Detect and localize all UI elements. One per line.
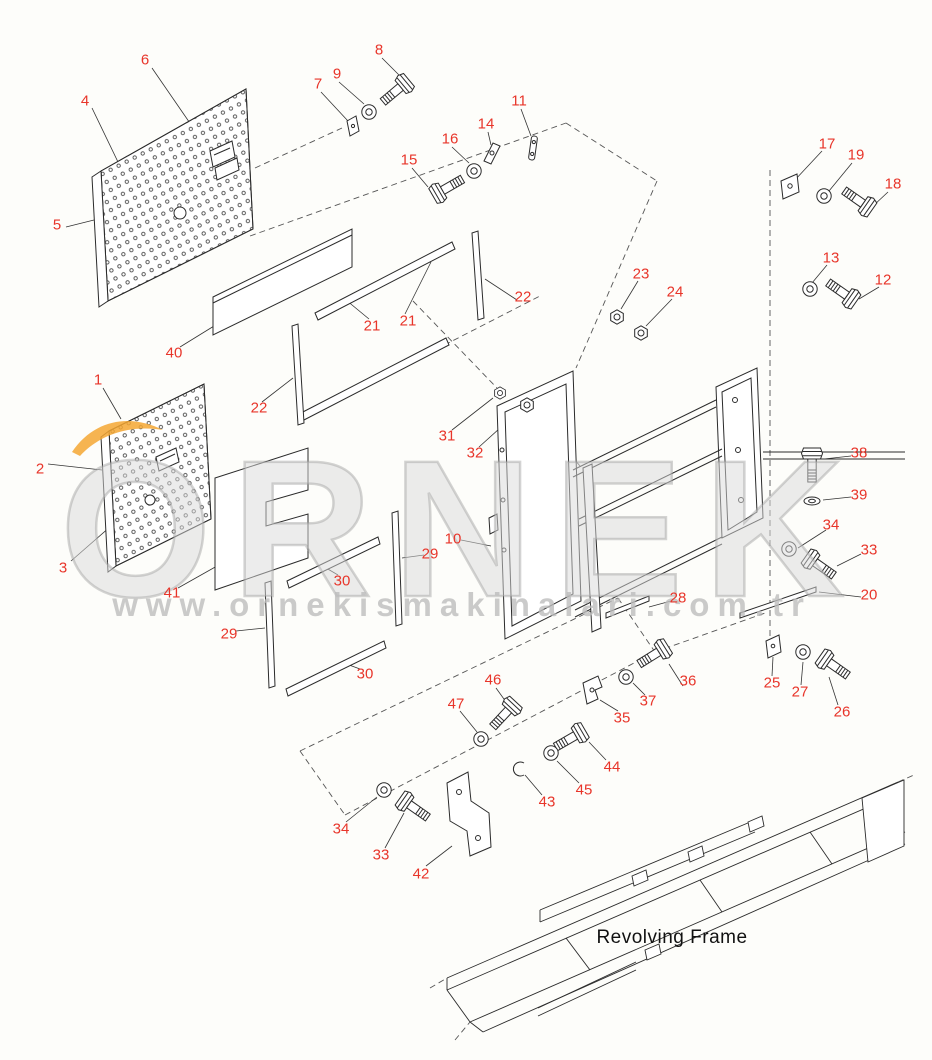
bolt-36 bbox=[633, 636, 675, 674]
part-number-label: 29 bbox=[421, 545, 439, 563]
watermark: ORNEK www.ornekismakinalari.com.tr bbox=[59, 419, 864, 640]
part-number-label: 45 bbox=[575, 781, 593, 799]
bolt-46 bbox=[484, 694, 525, 735]
perforated-side-cover-top bbox=[91, 88, 254, 308]
cover-plate-40 bbox=[212, 228, 353, 336]
part-number-label: 43 bbox=[538, 793, 556, 811]
part-number-label: 25 bbox=[763, 674, 781, 692]
bolt-15 bbox=[427, 169, 469, 206]
part-number-label: 47 bbox=[447, 695, 465, 713]
part-number-label: 17 bbox=[818, 135, 836, 153]
part-number-label: 37 bbox=[639, 692, 657, 710]
bolt-12 bbox=[821, 273, 863, 312]
part-number-label: 4 bbox=[80, 92, 90, 110]
bolt-8 bbox=[375, 71, 417, 111]
part-number-label: 33 bbox=[372, 846, 390, 864]
angle-strip-20 bbox=[739, 586, 817, 619]
part-number-label: 40 bbox=[165, 344, 183, 362]
caption-revolving-frame: Revolving Frame bbox=[596, 927, 748, 948]
part-number-label: 30 bbox=[333, 572, 351, 590]
part-number-label: 15 bbox=[400, 151, 418, 169]
part-number-label: 44 bbox=[603, 758, 621, 776]
part-number-label: 2 bbox=[35, 460, 45, 478]
washer-45 bbox=[543, 745, 559, 761]
plate-14 bbox=[483, 142, 501, 165]
part-number-label: 31 bbox=[438, 427, 456, 445]
flag-plate-25 bbox=[765, 634, 782, 659]
washer-47 bbox=[473, 731, 489, 747]
part-number-label: 24 bbox=[666, 283, 684, 301]
snap-ring-43 bbox=[512, 761, 525, 777]
washer-27 bbox=[795, 644, 811, 660]
part-number-label: 9 bbox=[332, 65, 342, 83]
nut-24 bbox=[634, 325, 648, 341]
washer-37 bbox=[618, 669, 634, 685]
part-number-label: 5 bbox=[52, 216, 62, 234]
washer-13 bbox=[802, 281, 818, 297]
seal-strips bbox=[264, 230, 485, 697]
part-number-label: 35 bbox=[613, 709, 631, 727]
part-number-label: 36 bbox=[679, 672, 697, 690]
part-number-label: 1 bbox=[93, 371, 103, 389]
washer-19 bbox=[816, 188, 832, 204]
part-number-label: 14 bbox=[477, 115, 495, 133]
bolt-18 bbox=[837, 181, 879, 220]
part-number-label: 22 bbox=[514, 288, 532, 306]
part-number-label: 6 bbox=[140, 51, 150, 69]
part-number-label: 38 bbox=[850, 444, 868, 462]
part-number-label: 3 bbox=[58, 559, 68, 577]
flag-plate-17 bbox=[780, 173, 800, 200]
part-number-label: 13 bbox=[822, 249, 840, 267]
part-number-label: 8 bbox=[374, 41, 384, 59]
washer-9 bbox=[361, 104, 377, 120]
part-number-label: 27 bbox=[791, 683, 809, 701]
part-number-label: 34 bbox=[822, 516, 840, 534]
part-number-label: 20 bbox=[860, 586, 878, 604]
part-number-label: 41 bbox=[163, 584, 181, 602]
washer-16 bbox=[466, 163, 482, 179]
cover-plate-41 bbox=[214, 447, 309, 591]
part-number-label: 7 bbox=[313, 75, 323, 93]
part-number-label: 23 bbox=[632, 265, 650, 283]
brand-logo-swoosh bbox=[72, 420, 163, 456]
part-number-label: 18 bbox=[884, 175, 902, 193]
bracket-42 bbox=[446, 771, 492, 857]
clip-7 bbox=[346, 115, 360, 137]
part-number-label: 30 bbox=[356, 665, 374, 683]
part-number-label: 12 bbox=[874, 271, 892, 289]
part-number-label: 32 bbox=[466, 444, 484, 462]
watermark-url-text: www.ornekismakinalari.com.tr bbox=[111, 586, 812, 623]
nut-23 bbox=[610, 309, 624, 325]
part-number-label: 11 bbox=[511, 92, 527, 110]
part-number-label: 33 bbox=[860, 541, 878, 559]
part-number-label: 29 bbox=[220, 625, 238, 643]
pin-11 bbox=[528, 135, 538, 161]
bracket-35 bbox=[582, 675, 603, 705]
angle-strip-28 bbox=[605, 595, 650, 619]
part-number-label: 10 bbox=[444, 530, 462, 548]
bolt-26 bbox=[813, 646, 855, 685]
perforated-side-cover-lower bbox=[100, 383, 212, 573]
part-number-label: 42 bbox=[412, 865, 430, 883]
part-number-label: 46 bbox=[484, 671, 502, 689]
part-number-label: 22 bbox=[250, 399, 268, 417]
watermark-brand-text: ORNEK bbox=[60, 420, 864, 638]
part-number-label: 21 bbox=[363, 317, 381, 335]
washer-34-left bbox=[376, 782, 392, 798]
nut-31 bbox=[494, 386, 506, 400]
part-number-label: 21 bbox=[399, 312, 417, 330]
part-number-label: 16 bbox=[441, 130, 459, 148]
part-number-label: 28 bbox=[669, 589, 687, 607]
part-number-label: 19 bbox=[847, 146, 865, 164]
part-number-label: 39 bbox=[850, 486, 868, 504]
mounting-frame bbox=[572, 367, 905, 633]
part-number-label: 26 bbox=[833, 703, 851, 721]
nut-32 bbox=[520, 397, 534, 413]
revolving-frame-structure bbox=[446, 779, 906, 1033]
center-cover-10 bbox=[488, 370, 582, 640]
part-number-label: 34 bbox=[332, 820, 350, 838]
